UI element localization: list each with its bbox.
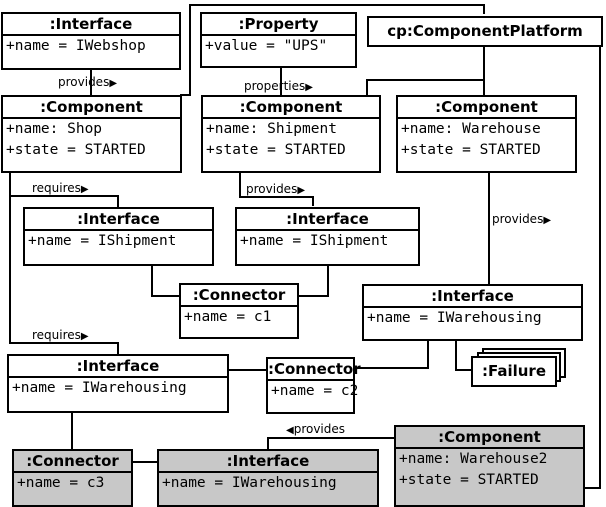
box-title: :Connector [268,359,361,381]
label-requires: requires▶ [32,181,89,195]
interface-iwarehousing-gray[interactable]: :Interface +name = IWarehousing [157,449,379,507]
label-provides: provides▶ [58,75,118,89]
box-title: :Interface [237,209,418,231]
box-title: :Component [3,97,180,119]
box-attr: +state = STARTED [401,142,541,158]
box-attr: +name = IWarehousing [12,380,187,396]
box-attr: +name = IShipment [240,233,389,249]
box-attr: +name = IShipment [28,233,177,249]
box-title: :Failure [481,362,547,380]
component-shop[interactable]: :Component +name: Shop +state = STARTED [1,95,182,173]
connector-c3[interactable]: :Connector +name = c3 [12,449,133,507]
box-title: :Interface [25,209,212,231]
link-iwarehousing-c2 [354,340,429,369]
link-gray-warehouse2 [267,437,396,450]
link-platform-warehouse2 [584,46,601,489]
box-attr: +name: Warehouse [401,121,541,137]
interface-iwebshop[interactable]: :Interface +name = IWebshop [1,12,181,70]
connector-c2[interactable]: :Connector +name = c2 [266,357,361,414]
box-attr: +name = IWarehousing [367,310,542,326]
link-iwarehousing-failure [455,340,472,371]
box-attr: +state = STARTED [206,142,346,158]
label-provides: provides▶ [246,182,306,196]
box-attr: +state = STARTED [399,472,539,488]
component-warehouse2[interactable]: :Component +name: Warehouse2 +state = ST… [394,425,585,507]
link-shipment-ishipment [239,172,314,206]
connector-c1[interactable]: :Connector +name = c1 [179,283,299,339]
box-attr: +name: Shipment [206,121,337,137]
box-title: :Component [398,97,575,119]
link-ishipment2-c1 [298,266,329,297]
box-title: :Property [202,14,355,36]
property-ups[interactable]: :Property +value = "UPS" [200,12,357,68]
box-attr: +name = IWebshop [6,38,146,54]
box-title: :Interface [9,356,227,378]
box-attr: +name = c3 [17,475,105,491]
box-attr: +name = IWarehousing [162,475,337,491]
box-attr: +state = STARTED [6,142,146,158]
box-attr: +name = c1 [184,309,272,325]
box-title: :Component [203,97,379,119]
link-ishipment1-c1 [151,266,180,297]
box-attr: +name: Warehouse2 [399,451,548,467]
label-requires: requires▶ [32,328,89,342]
box-title: :Interface [3,14,179,36]
interface-iwarehousing[interactable]: :Interface +name = IWarehousing [362,284,583,341]
link-shop-iwarehousing [9,196,119,354]
box-attr: +value = "UPS" [205,38,328,54]
interface-ishipment[interactable]: :Interface +name = IShipment [235,207,420,266]
box-title: cp:ComponentPlatform [387,22,583,40]
box-title: :Interface [364,286,581,308]
interface-ishipment[interactable]: :Interface +name = IShipment [23,207,214,266]
box-title: :Interface [159,451,377,473]
failure[interactable]: :Failure [471,356,557,387]
label-properties: properties▶ [244,79,313,93]
link-platform-shipment [366,79,484,95]
label-provides: provides▶ [492,212,552,226]
box-attr: +name: Shop [6,121,103,137]
box-title: :Connector [14,451,131,473]
component-platform[interactable]: cp:ComponentPlatform [367,16,603,47]
box-title: :Component [396,427,583,449]
box-attr: +name = c2 [271,383,359,399]
component-shipment[interactable]: :Component +name: Shipment +state = STAR… [201,95,381,173]
interface-iwarehousing[interactable]: :Interface +name = IWarehousing [7,354,229,413]
label-provides: ◀provides [286,422,346,436]
link-shop-platform [180,4,485,96]
link-shop-ishipment [9,172,119,208]
box-title: :Connector [181,285,297,307]
component-warehouse[interactable]: :Component +name: Warehouse +state = STA… [396,95,577,173]
